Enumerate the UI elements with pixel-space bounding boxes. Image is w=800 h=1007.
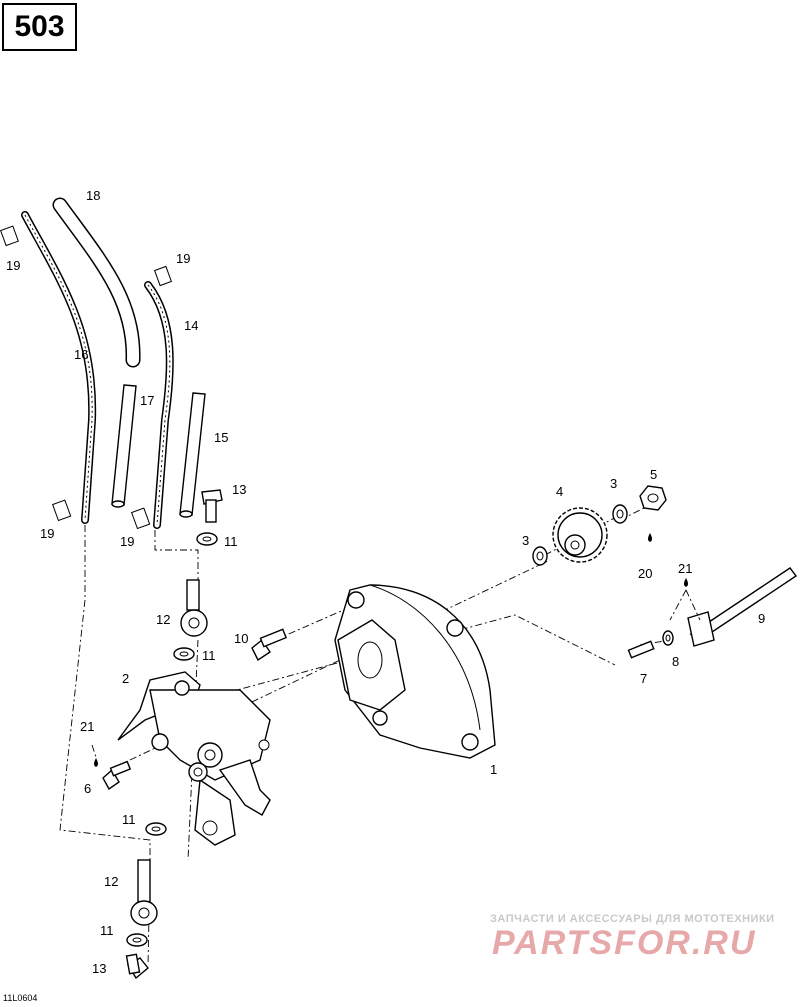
pump-cover-1 xyxy=(334,584,496,759)
callout-14: 14 xyxy=(184,318,198,333)
callout-11d: 11 xyxy=(100,923,114,938)
page-number-box: 503 xyxy=(2,3,77,51)
callout-19d: 19 xyxy=(120,534,134,549)
callout-21a: 21 xyxy=(678,561,692,576)
callout-11c: 11 xyxy=(122,812,136,827)
callout-3b: 3 xyxy=(610,476,617,491)
pin-7 xyxy=(627,640,655,659)
callout-16: 16 xyxy=(74,347,88,362)
callout-labels: 1 2 3 3 4 5 6 7 8 9 10 11 11 11 11 12 12… xyxy=(6,188,765,976)
watermark-logo: PARTSFOR.RU xyxy=(492,924,757,962)
hose-14 xyxy=(144,281,174,529)
banjo-fitting-12-bottom xyxy=(130,859,158,926)
screw-6 xyxy=(102,760,132,791)
figure-code: 11L0604 xyxy=(3,993,38,1003)
callout-12b: 12 xyxy=(104,874,118,889)
washers xyxy=(126,504,674,947)
oil-pump-assembly xyxy=(117,671,271,846)
callout-15: 15 xyxy=(214,430,228,445)
callout-20: 20 xyxy=(638,566,652,581)
callout-9: 9 xyxy=(758,611,765,626)
banjo-bolt-13-bottom xyxy=(125,953,149,980)
callout-12a: 12 xyxy=(156,612,170,627)
callout-8: 8 xyxy=(672,654,679,669)
callout-7: 7 xyxy=(640,671,647,686)
banjo-fitting-12-top xyxy=(180,579,208,637)
callout-13b: 13 xyxy=(92,961,106,976)
gear-4 xyxy=(552,507,608,563)
nut-5 xyxy=(639,485,667,511)
callout-1: 1 xyxy=(490,762,497,777)
callout-6: 6 xyxy=(84,781,91,796)
shaft-9 xyxy=(687,567,798,647)
callout-3a: 3 xyxy=(522,533,529,548)
tube-17 xyxy=(111,384,137,508)
callout-13a: 13 xyxy=(232,482,246,497)
screw-10 xyxy=(251,628,288,662)
callout-11a: 11 xyxy=(224,534,238,549)
callout-11b: 11 xyxy=(202,648,216,663)
callout-4: 4 xyxy=(556,484,563,499)
callout-18: 18 xyxy=(86,188,100,203)
hose-18 xyxy=(52,197,141,368)
watermark-tagline: ЗАПЧАСТИ И АКСЕССУАРЫ ДЛЯ МОТОТЕХНИКИ xyxy=(490,913,775,925)
callout-19c: 19 xyxy=(40,526,54,541)
callout-5: 5 xyxy=(650,467,657,482)
clips-19 xyxy=(0,225,173,530)
hose-16 xyxy=(21,211,97,524)
callout-19a: 19 xyxy=(6,258,20,273)
callout-21b: 21 xyxy=(80,719,94,734)
callout-19b: 19 xyxy=(176,251,190,266)
oil-drop-icons xyxy=(91,533,701,767)
callout-10: 10 xyxy=(234,631,248,646)
page-number: 503 xyxy=(14,10,65,43)
callout-17: 17 xyxy=(140,393,154,408)
banjo-bolt-13-top xyxy=(201,489,223,523)
tube-15 xyxy=(179,392,206,518)
callout-2: 2 xyxy=(122,671,129,686)
